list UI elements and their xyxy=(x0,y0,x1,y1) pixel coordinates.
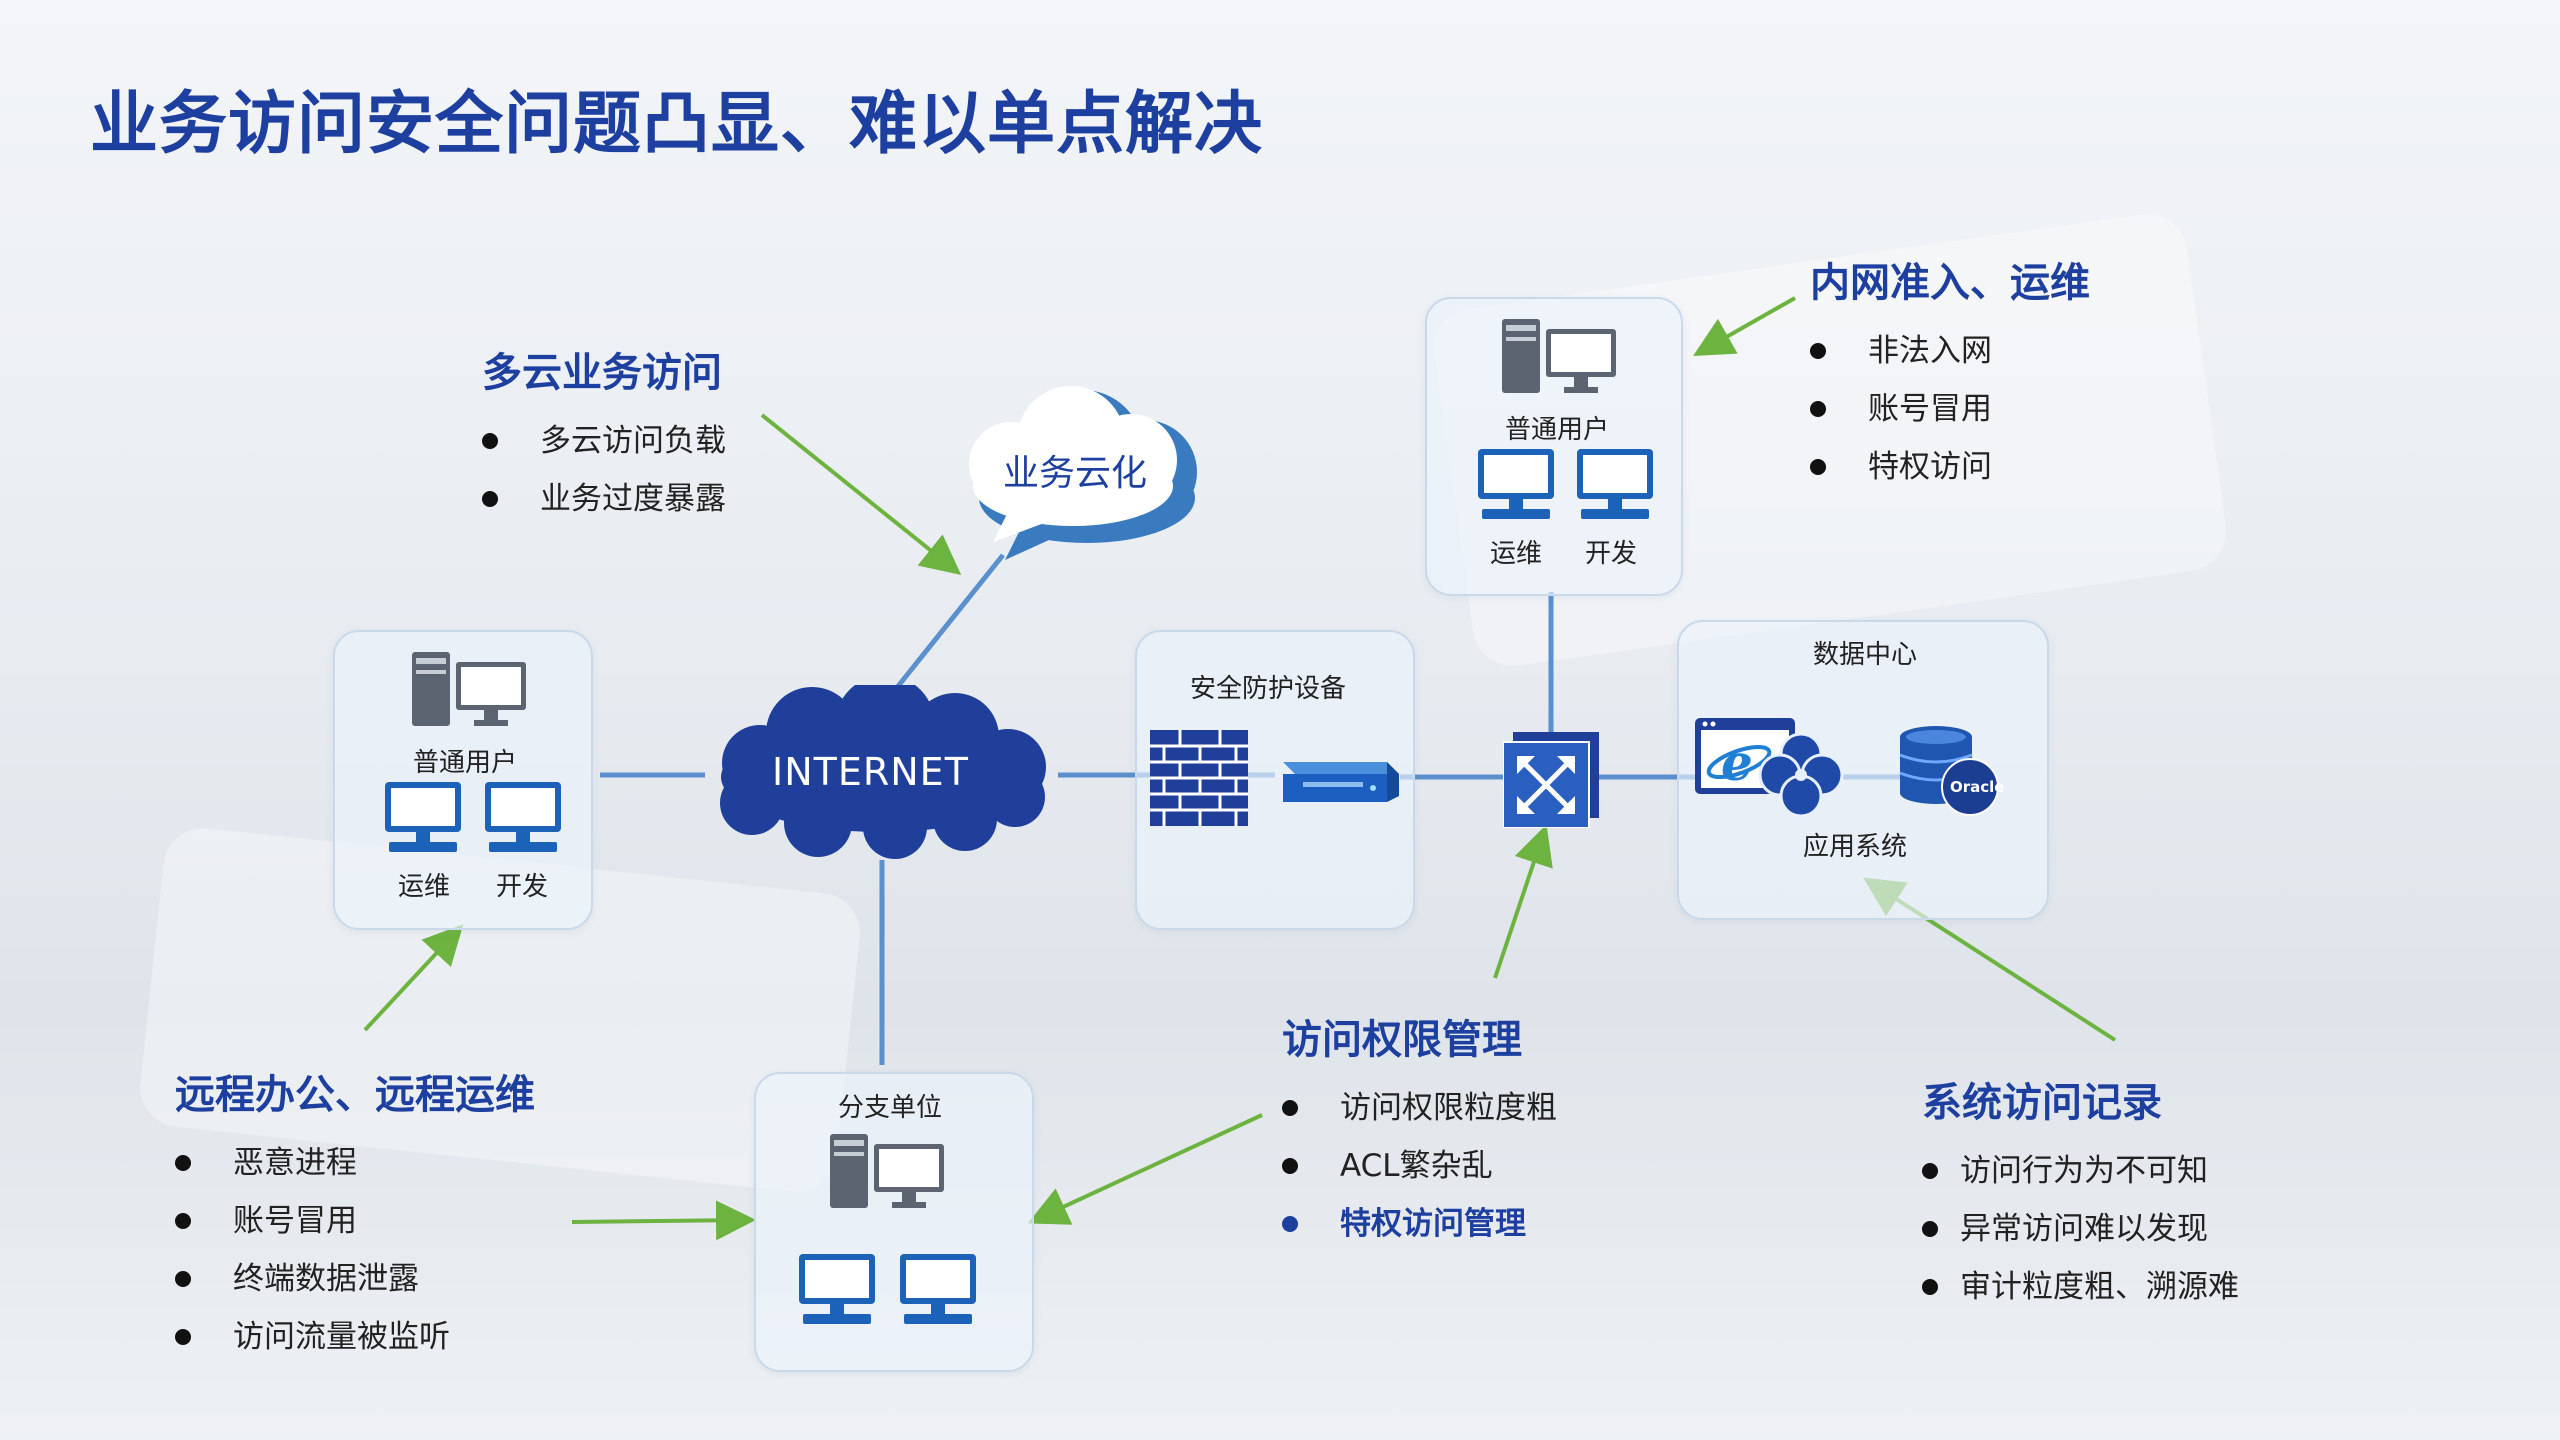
annotation-item: 非法入网 xyxy=(1810,322,2090,380)
annotation-permission: 访问权限管理 访问权限粒度粗 ACL繁杂乱 特权访问管理 xyxy=(1282,1007,1557,1253)
annotation-item-highlight: 特权访问管理 xyxy=(1282,1195,1557,1253)
annotation-multicloud-title: 多云业务访问 xyxy=(482,350,722,396)
left-dev-label: 开发 xyxy=(496,872,549,902)
arrow-remote-left xyxy=(363,924,464,1032)
annotation-item: 业务过度暴露 xyxy=(482,470,726,528)
top-user-label: 普通用户 xyxy=(1505,415,1610,445)
oracle-label: Oracle xyxy=(1950,778,2005,796)
annotation-syslog-title: 系统访问记录 xyxy=(1922,1080,2162,1126)
annotation-syslog: 系统访问记录 访问行为为不可知 异常访问难以发现 审计粒度粗、溯源难 xyxy=(1922,1070,2239,1316)
branch-label: 分支单位 xyxy=(838,1093,943,1123)
internet-cloud-icon xyxy=(700,685,1062,860)
annotation-remote-title: 远程办公、远程运维 xyxy=(175,1072,535,1118)
annotation-item: 访问流量被监听 xyxy=(175,1308,535,1366)
branch-monitor-icon xyxy=(898,1252,978,1326)
top-dev-label: 开发 xyxy=(1585,539,1638,569)
branch-monitor-icon xyxy=(797,1252,877,1326)
left-user-label: 普通用户 xyxy=(413,748,518,778)
arrow-permission-switch xyxy=(1493,824,1553,979)
arrow-intranet xyxy=(1693,296,1796,356)
annotation-intranet-title: 内网准入、运维 xyxy=(1810,260,2090,306)
branch-desktop-computer-icon xyxy=(828,1130,948,1212)
svg-text:e: e xyxy=(1721,733,1753,792)
datacenter-label: 数据中心 xyxy=(1813,640,1918,670)
link-internet-cloud xyxy=(893,553,1005,692)
core-switch-icon xyxy=(1503,732,1599,828)
left-dev-monitor-icon xyxy=(483,780,563,854)
annotation-intranet: 内网准入、运维 非法入网 账号冒用 特权访问 xyxy=(1810,250,2090,496)
app-system-label: 应用系统 xyxy=(1803,832,1908,862)
annotation-item: 多云访问负载 xyxy=(482,412,726,470)
annotation-item: 账号冒用 xyxy=(175,1192,535,1250)
left-ops-label: 运维 xyxy=(398,872,451,902)
annotation-item: ACL繁杂乱 xyxy=(1282,1137,1557,1195)
left-desktop-computer-icon xyxy=(410,648,530,730)
annotation-item: 访问权限粒度粗 xyxy=(1282,1079,1557,1137)
annotation-permission-title: 访问权限管理 xyxy=(1282,1017,1522,1063)
page-title: 业务访问安全问题凸显、难以单点解决 xyxy=(90,85,1264,164)
top-dev-monitor-icon xyxy=(1575,447,1655,521)
annotation-remote: 远程办公、远程运维 恶意进程 账号冒用 终端数据泄露 访问流量被监听 xyxy=(175,1062,535,1366)
top-desktop-computer-icon xyxy=(1500,315,1620,397)
internet-label: INTERNET xyxy=(772,750,969,794)
oracle-database-icon xyxy=(1898,725,2000,817)
security-device-label: 安全防护设备 xyxy=(1190,674,1347,704)
arrow-permission-branch xyxy=(1027,1113,1263,1225)
top-ops-monitor-icon xyxy=(1476,447,1556,521)
annotation-item: 异常访问难以发现 xyxy=(1922,1200,2239,1258)
annotation-item: 终端数据泄露 xyxy=(175,1250,535,1308)
annotation-item: 访问行为为不可知 xyxy=(1922,1142,2239,1200)
business-cloud-icon xyxy=(955,372,1215,562)
annotation-item: 特权访问 xyxy=(1810,438,2090,496)
application-cluster-icon xyxy=(1758,732,1844,818)
firewall-icon xyxy=(1150,730,1248,826)
annotation-item: 审计粒度粗、溯源难 xyxy=(1922,1258,2239,1316)
left-ops-monitor-icon xyxy=(383,780,463,854)
top-ops-label: 运维 xyxy=(1490,539,1543,569)
arrow-remote-branch xyxy=(571,1200,756,1241)
annotation-multicloud: 多云业务访问 多云访问负载 业务过度暴露 xyxy=(482,340,726,528)
security-appliance-icon xyxy=(1275,752,1400,808)
annotation-item: 恶意进程 xyxy=(175,1134,535,1192)
branch-group xyxy=(754,1072,1034,1372)
business-cloud-label: 业务云化 xyxy=(1003,453,1148,494)
arrow-multicloud xyxy=(760,413,962,576)
annotation-item: 账号冒用 xyxy=(1810,380,2090,438)
